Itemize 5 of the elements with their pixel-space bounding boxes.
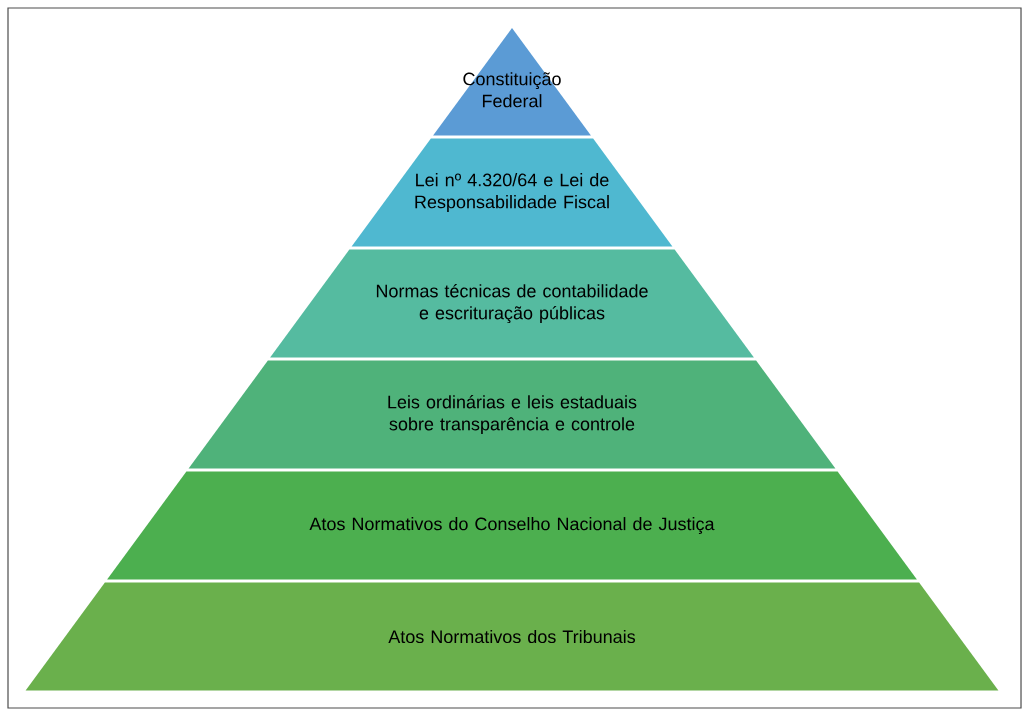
- pyramid-tier: Atos Normativos dos Tribunais: [25, 582, 999, 691]
- pyramid-tier: Normas técnicas de contabilidade e escrituração públicas: [270, 249, 754, 358]
- pyramid-tier: Leis ordinárias e leis estaduais sobre transparência e controle: [188, 360, 836, 469]
- pyramid-tier: Lei nº 4.320/64 e Lei de Responsabilidade Fiscal: [351, 138, 673, 247]
- pyramid-tier: Atos Normativos do Conselho Nacional de Justiça: [107, 471, 917, 580]
